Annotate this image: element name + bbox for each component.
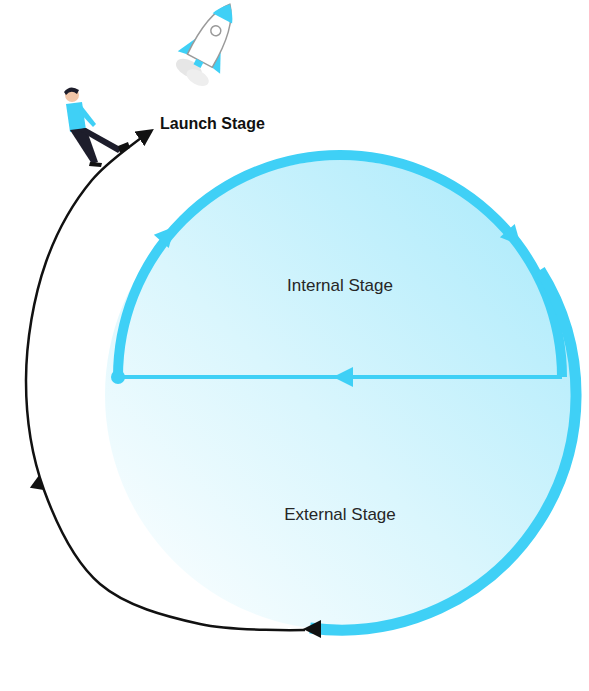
launch-node: Launch Stage bbox=[156, 113, 269, 135]
stage-label: External Stage bbox=[284, 505, 396, 525]
internal-arc bbox=[118, 155, 562, 377]
external-arc bbox=[310, 270, 576, 630]
stage-label: Internal Stage bbox=[287, 276, 393, 296]
arrow-head bbox=[333, 367, 353, 387]
arrow-head bbox=[500, 224, 528, 252]
stage-label: Launch Stage bbox=[160, 115, 265, 133]
arrow-head bbox=[154, 220, 182, 248]
external-region: External Stage bbox=[120, 377, 560, 630]
start-dot bbox=[111, 370, 125, 384]
flow-connector bbox=[26, 131, 305, 630]
internal-region: Internal Stage bbox=[120, 195, 560, 377]
rocket-figure bbox=[168, 0, 251, 92]
arrow-head bbox=[303, 620, 321, 638]
